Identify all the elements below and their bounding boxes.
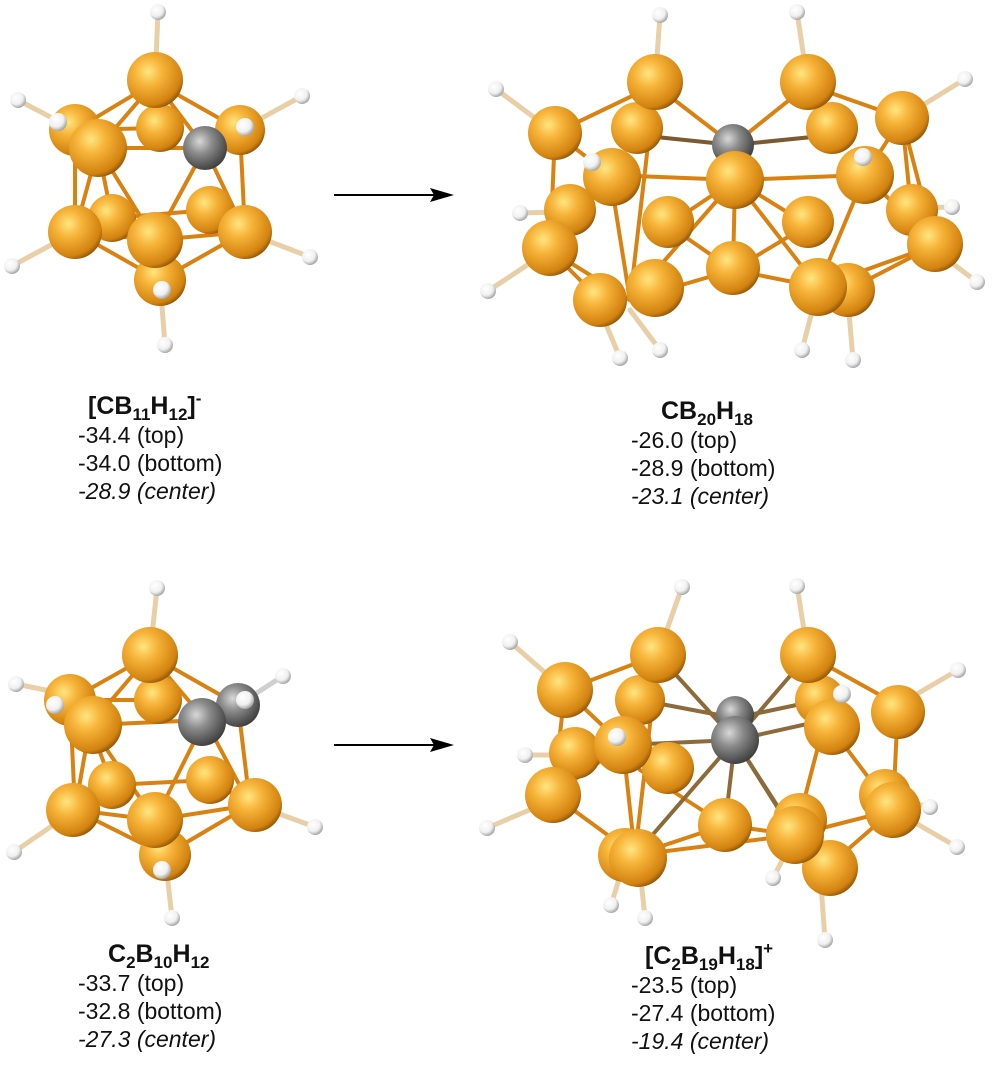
panel-cb20h18-labels: CB20H18 -26.0 (top) -28.9 (bottom) -23.1… (631, 397, 775, 510)
value-bottom: -34.0 (bottom) (78, 450, 223, 476)
panel-c2b19h18-labels: [C2B19H18]+ -23.5 (top) -27.4 (bottom) -… (631, 939, 776, 1055)
value-top: -26.0 (top) (631, 427, 738, 453)
value-center: -23.1 (center) (631, 483, 770, 509)
value-top: -34.4 (top) (78, 422, 185, 448)
molecule-cb20h18 (480, 4, 985, 368)
panel-c2b10h12-labels: C2B10H12 -33.7 (top) -32.8 (bottom) -27.… (78, 940, 222, 1053)
formula-label: [CB11H12]- (88, 389, 202, 424)
value-bottom: -32.8 (bottom) (78, 998, 223, 1024)
value-center: -19.4 (center) (631, 1028, 770, 1054)
molecule-c2b10h12 (6, 580, 323, 926)
value-center: -28.9 (center) (78, 478, 217, 504)
value-top: -33.7 (top) (78, 970, 185, 996)
molecule-cb11h12 (4, 4, 318, 353)
reaction-arrow-bottom (334, 738, 454, 752)
formula-label: C2B10H12 (108, 940, 210, 972)
molecule-c2b19h18 (479, 578, 966, 948)
formula-label: [C2B19H18]+ (645, 939, 774, 974)
value-center: -27.3 (center) (78, 1026, 217, 1052)
value-bottom: -28.9 (bottom) (631, 455, 776, 481)
panel-cb11h12-labels: [CB11H12]- -34.4 (top) -34.0 (bottom) -2… (78, 389, 223, 505)
value-top: -23.5 (top) (631, 972, 738, 998)
reaction-arrow-top (334, 188, 454, 202)
formula-label: CB20H18 (661, 397, 754, 429)
value-bottom: -27.4 (bottom) (631, 1000, 776, 1026)
